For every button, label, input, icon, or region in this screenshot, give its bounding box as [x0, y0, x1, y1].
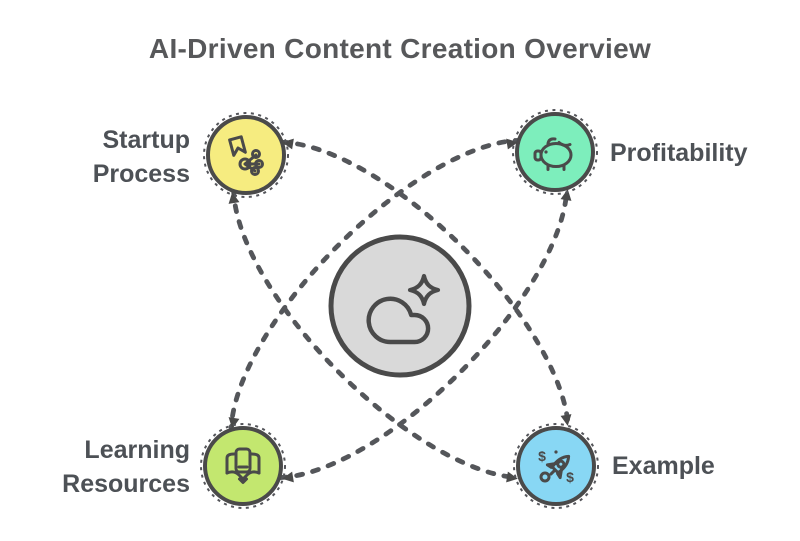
share-node: [251, 149, 261, 159]
node-circle-startup: [206, 115, 286, 195]
down-arrow: [238, 477, 248, 484]
share-node: [250, 166, 260, 176]
orbit-arrowhead: [228, 417, 240, 429]
rocket-fin-right: [556, 467, 564, 480]
dollar-sign: $: [538, 448, 546, 464]
page-left: [225, 452, 236, 475]
cloud-sparkle-icon: [366, 273, 441, 345]
orbit-arrowhead: [560, 189, 572, 201]
label-example: Example: [612, 452, 715, 480]
page-right: [250, 452, 261, 475]
center-node: [328, 234, 472, 378]
book-reader-icon: [225, 447, 261, 484]
node-startup-process: [203, 112, 289, 198]
page-title: AI-Driven Content Creation Overview: [148, 33, 652, 64]
label-learning-resources: Learning Resources: [0, 433, 190, 501]
orbit-arrowhead: [282, 471, 294, 483]
coin-slot: [557, 141, 572, 147]
label-learning-line1: Learning: [84, 436, 190, 464]
rocket-fin-left: [545, 461, 558, 469]
pig-ear: [546, 137, 557, 145]
node-example: $ $: [513, 423, 599, 509]
node-sketch-ring: [513, 423, 599, 509]
rocket-flame: [549, 469, 556, 476]
open-book-base: [225, 470, 261, 481]
label-learning-line2: Resources: [62, 470, 190, 498]
pig-legs: [546, 164, 566, 171]
share-node: [254, 159, 264, 169]
cloud-icon: [366, 296, 431, 345]
rocket-window: [556, 459, 566, 469]
pig-eye: [544, 150, 548, 154]
banner-shape: [228, 135, 247, 157]
node-learning-resources: [200, 423, 286, 509]
node-circle-example: [516, 426, 596, 506]
spark-dot: [554, 450, 558, 454]
orbit-arrowhead: [282, 138, 294, 150]
orbit-arrowhead: [228, 192, 240, 204]
rocket-money-icon: $ $: [538, 448, 574, 485]
label-startup-line1: Startup: [102, 126, 191, 154]
label-profitability: Profitability: [610, 139, 748, 167]
node-circle-profitability: [515, 112, 595, 192]
share-hub: [238, 157, 252, 171]
node-sketch-ring: [512, 109, 598, 195]
orbit-arrowhead: [560, 414, 572, 426]
label-startup-process: Startup Process: [0, 123, 190, 191]
growth-share-icon: [228, 135, 264, 176]
orbit-arrowhead: [506, 138, 518, 150]
node-sketch-ring: [203, 112, 289, 198]
pig-snout: [533, 149, 543, 162]
node-profitability: [512, 109, 598, 195]
label-startup-line2: Process: [92, 160, 190, 188]
coin-icon: [539, 471, 551, 483]
orbit-arrowhead: [506, 471, 518, 483]
center-circle: [328, 234, 472, 378]
piggy-bank-icon: [533, 137, 573, 171]
sparkle-icon: [407, 273, 441, 307]
node-sketch-ring: [200, 423, 286, 509]
dollar-sign: $: [566, 469, 574, 485]
reader-device: [234, 447, 252, 474]
rocket-icon: [545, 454, 571, 480]
